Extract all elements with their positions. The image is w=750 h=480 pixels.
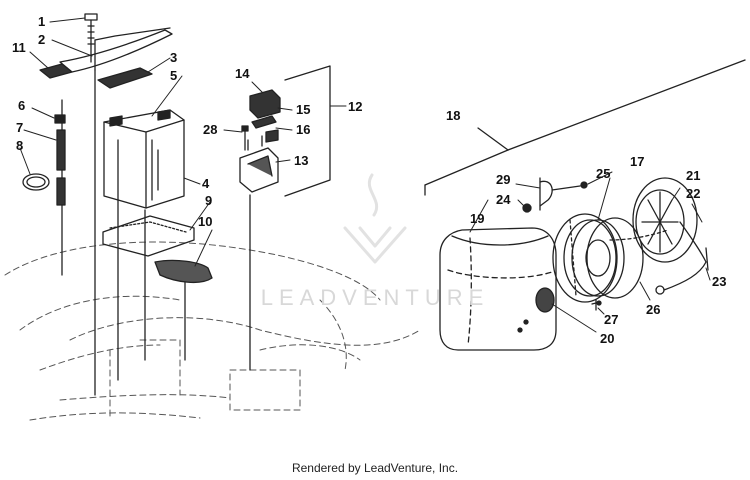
callout-8: 8 bbox=[16, 138, 23, 153]
part-holder bbox=[239, 135, 279, 193]
part-housing bbox=[439, 227, 557, 351]
callout-15: 15 bbox=[296, 102, 310, 117]
part-recoil-spring bbox=[586, 217, 644, 299]
callout-13: 13 bbox=[294, 153, 308, 168]
part-pad-left bbox=[39, 63, 73, 79]
callout-29: 29 bbox=[496, 172, 510, 187]
callout-27: 27 bbox=[604, 312, 618, 327]
part-pawl bbox=[522, 177, 553, 213]
callout-3: 3 bbox=[170, 50, 177, 65]
callout-17: 17 bbox=[630, 154, 644, 169]
callout-24: 24 bbox=[496, 192, 511, 207]
callout-10: 10 bbox=[198, 214, 212, 229]
callout-19: 19 bbox=[470, 211, 484, 226]
callout-6: 6 bbox=[18, 98, 25, 113]
callout-23: 23 bbox=[712, 274, 726, 289]
callout-18: 18 bbox=[446, 108, 460, 123]
reference-lines bbox=[61, 39, 251, 396]
part-battery bbox=[103, 109, 185, 209]
callout-21: 21 bbox=[686, 168, 700, 183]
callout-4: 4 bbox=[202, 176, 210, 191]
part-rope-drum bbox=[552, 213, 625, 303]
callout-28: 28 bbox=[203, 122, 217, 137]
part-connector bbox=[249, 89, 281, 143]
part-pin bbox=[591, 299, 602, 311]
part-clamp-ring bbox=[22, 173, 50, 191]
callout-labels: 1 2 3 4 5 6 7 8 9 10 11 12 13 14 15 16 1… bbox=[12, 14, 726, 346]
part-cap bbox=[54, 114, 66, 124]
callout-7: 7 bbox=[16, 120, 23, 135]
part-screw bbox=[241, 125, 249, 151]
callout-9: 9 bbox=[205, 193, 212, 208]
watermark-logo bbox=[343, 173, 407, 264]
callout-20: 20 bbox=[600, 331, 614, 346]
callout-11: 11 bbox=[12, 40, 26, 55]
part-strap bbox=[59, 27, 173, 73]
part-pad-top bbox=[97, 67, 153, 89]
callout-26: 26 bbox=[646, 302, 660, 317]
part-bracket-frame bbox=[284, 65, 331, 197]
callout-5: 5 bbox=[170, 68, 177, 83]
callout-16: 16 bbox=[296, 122, 310, 137]
callout-12: 12 bbox=[348, 99, 362, 114]
footer-credit: Rendered by LeadVenture, Inc. bbox=[291, 461, 459, 475]
part-spring-rod bbox=[551, 181, 588, 191]
callout-14: 14 bbox=[235, 66, 250, 81]
callout-1: 1 bbox=[38, 14, 45, 29]
part-starter-cover bbox=[632, 177, 698, 263]
part-starter-rope bbox=[609, 221, 709, 295]
part-cam bbox=[535, 287, 555, 313]
callout-2: 2 bbox=[38, 32, 45, 47]
part-tray-pad bbox=[102, 215, 195, 257]
leader-lines bbox=[19, 17, 711, 333]
part-vent-tube bbox=[56, 129, 66, 206]
part-bracket bbox=[154, 259, 213, 284]
callout-25: 25 bbox=[596, 166, 610, 181]
starter-group-outline bbox=[424, 59, 746, 196]
callout-22: 22 bbox=[686, 186, 700, 201]
vehicle-body-outline bbox=[4, 241, 421, 421]
